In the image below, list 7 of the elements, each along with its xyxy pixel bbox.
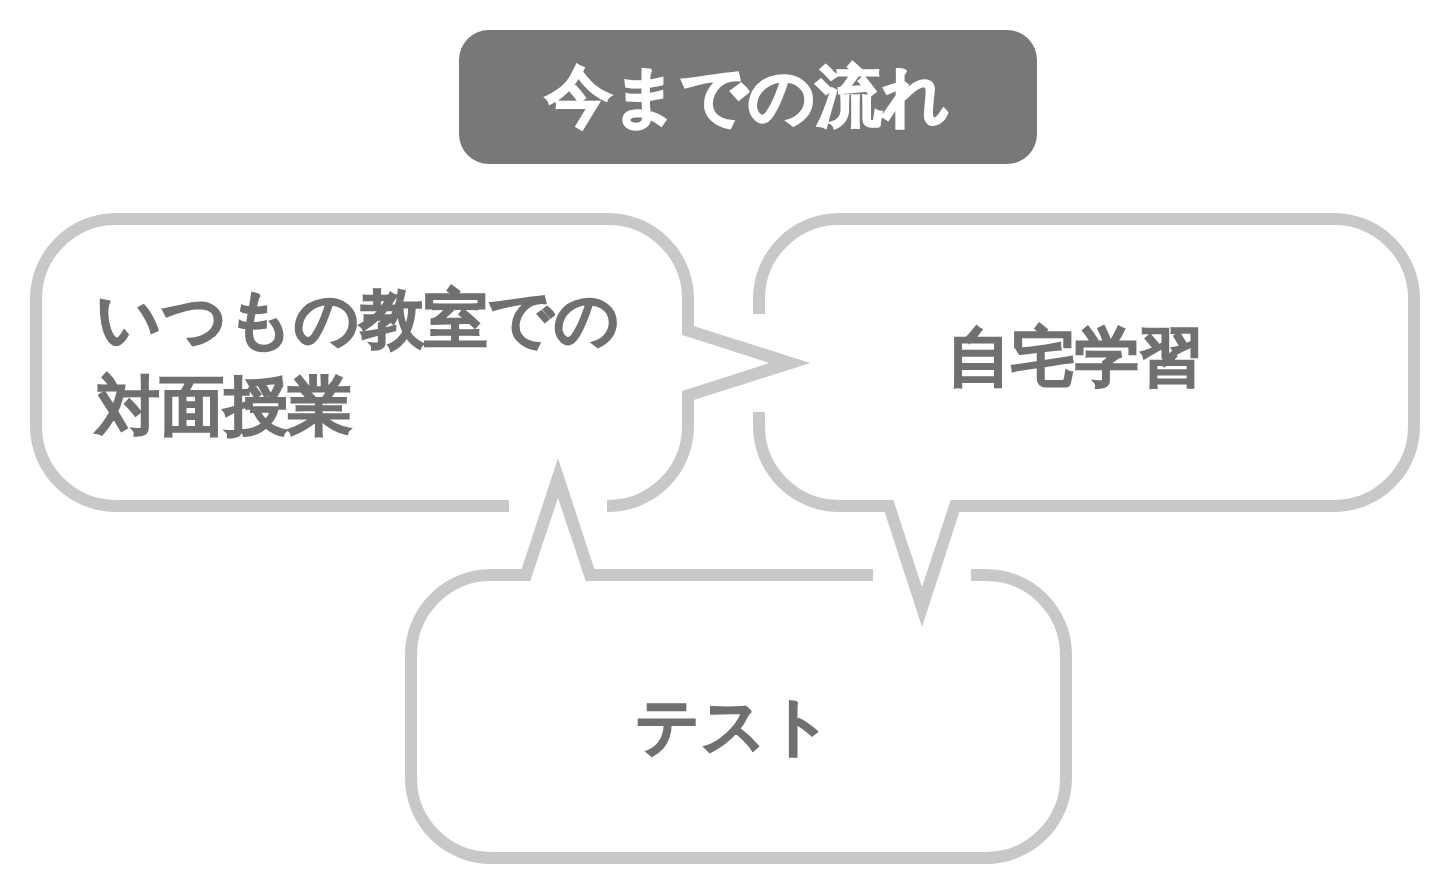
bubble-text: 自宅学習 [946,319,1203,396]
speech-bubble [753,213,1420,512]
speech-bubble [405,569,1072,864]
title-banner: 今までの流れ [459,30,1037,164]
speech-bubble [30,213,694,512]
bubble-text: いつもの教室での対面授業 [96,280,621,445]
bubble-text: テスト [634,688,833,765]
